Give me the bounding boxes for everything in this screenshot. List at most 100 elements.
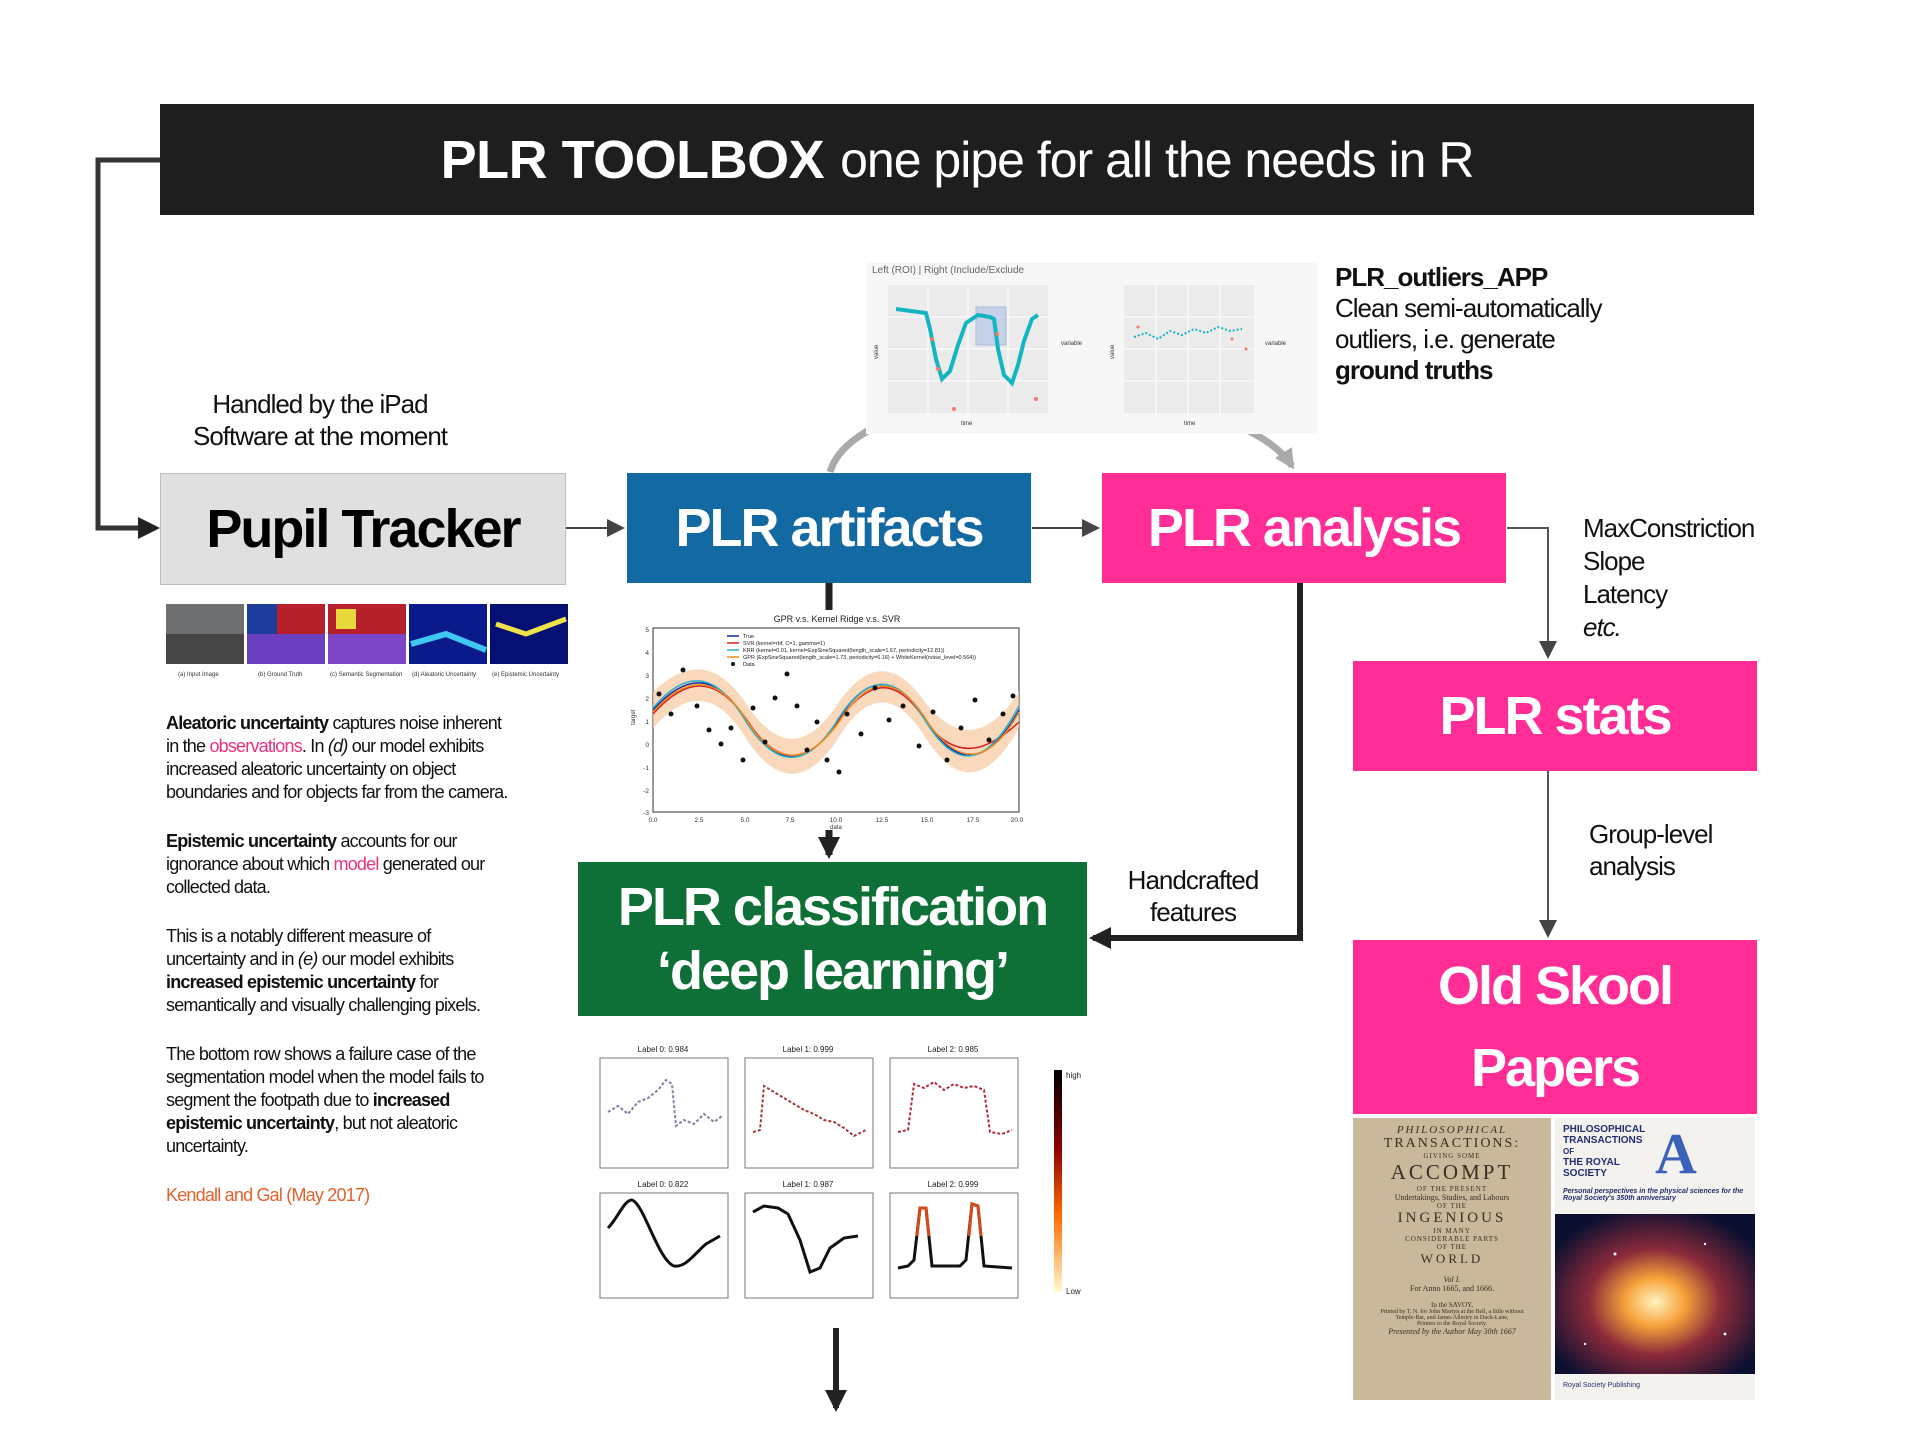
outlier-x-label-right: time bbox=[1184, 421, 1196, 427]
gpr-ytick: 0 bbox=[645, 742, 649, 749]
aleatoric-text-c: our model exhibits increased aleatoric u… bbox=[166, 736, 508, 802]
aleatoric-ref-d: (d) bbox=[327, 736, 348, 756]
measure-text-c: for semantically and visually challengin… bbox=[166, 972, 481, 1015]
paper-line: OF THE bbox=[1436, 1243, 1468, 1251]
paper-line: PHILOSOPHICAL bbox=[1396, 1124, 1508, 1136]
gpr-legend-data: Data bbox=[743, 662, 756, 668]
class-trace-top-1 bbox=[752, 1084, 867, 1138]
observations-link[interactable]: observations bbox=[209, 736, 302, 756]
paper-line: TRANSACTIONS: bbox=[1383, 1136, 1521, 1151]
gpr-xticks: 0.0 2.5 5.0 7.5 10.0 12.5 15.0 17.5 20.0 bbox=[648, 817, 1023, 824]
measure-ref-e: (e) bbox=[297, 949, 318, 969]
paper-line: Presented by the Author May 30th 1667 bbox=[1388, 1327, 1516, 1336]
plr-classification-box: PLR classification ‘deep learning’ bbox=[578, 862, 1087, 1016]
philosophical-transactions-350-cover: PHILOSOPHICAL TRANSACTIONS OF THE ROYAL … bbox=[1555, 1118, 1755, 1400]
citation: Kendall and Gal (May 2017) bbox=[166, 1185, 370, 1205]
class-label-top-0: Label 0: 0.984 bbox=[638, 1045, 689, 1054]
classification-line2: ‘deep learning’ bbox=[656, 941, 1010, 1001]
old-skool-papers-box: Old Skool Papers bbox=[1353, 940, 1757, 1114]
paper-line: IN MANY bbox=[1433, 1227, 1471, 1235]
class-label-bottom-2: Label 2: 0.999 bbox=[928, 1180, 979, 1189]
outlier-y-label-right: value bbox=[1110, 344, 1116, 359]
gpr-legend-true: True bbox=[743, 634, 754, 640]
gpr-legend-krr: KRR (kernel=0.01, kernel=ExpSineSquared(… bbox=[743, 648, 945, 654]
segmentation-figure: (a) Input Image (b) Ground Truth (c) Sem… bbox=[166, 604, 568, 684]
paper-line: In the SAVOY, bbox=[1431, 1301, 1473, 1309]
class-trace-top-2 bbox=[897, 1080, 1013, 1136]
epistemic-paragraph: Epistemic uncertainty accounts for our i… bbox=[166, 830, 511, 899]
paper-line: WORLD bbox=[1420, 1251, 1484, 1266]
paper-line: OF THE PRESENT bbox=[1416, 1185, 1488, 1193]
failure-paragraph: The bottom row shows a failure case of t… bbox=[166, 1043, 511, 1158]
gpr-xtick: 20.0 bbox=[1011, 817, 1024, 824]
philosophical-transactions-1665-cover: PHILOSOPHICAL TRANSACTIONS: GIVING SOME … bbox=[1353, 1118, 1551, 1400]
paper-right-title1: PHILOSOPHICAL bbox=[1563, 1124, 1646, 1135]
paper-line: ACCOMPT bbox=[1390, 1160, 1514, 1184]
gpr-title: GPR v.s. Kernel Ridge v.s. SVR bbox=[774, 614, 901, 624]
ipad-note-line1: Handled by the iPad bbox=[212, 389, 428, 419]
banner-title-bold: PLR TOOLBOX bbox=[440, 129, 825, 190]
paper-line: INGENIOUS bbox=[1397, 1210, 1507, 1226]
paper-line: Undertakings, Studies, and Labours bbox=[1394, 1193, 1510, 1202]
colorbar-low-label: Low bbox=[1066, 1287, 1081, 1296]
outlier-legend-title-left: variable bbox=[1061, 341, 1083, 347]
class-trace-bottom-0 bbox=[606, 1198, 721, 1268]
epistemic-term: Epistemic uncertainty bbox=[166, 831, 337, 851]
gpr-xtick: 17.5 bbox=[967, 817, 980, 824]
colorbar-high-label: high bbox=[1066, 1071, 1081, 1080]
paper-line: Temple-Bar, and James Allestry in Duck-L… bbox=[1395, 1315, 1509, 1321]
class-label-bottom-0: Label 0: 0.822 bbox=[638, 1180, 689, 1189]
outliers-line3: ground truths bbox=[1335, 355, 1493, 385]
ipad-note: Handled by the iPad Software at the mome… bbox=[170, 388, 470, 452]
handcrafted-line2: features bbox=[1150, 897, 1237, 927]
arrow-analysis-to-classification bbox=[1089, 583, 1303, 949]
seg-label-d: (d) Aleatoric Uncertainty bbox=[412, 672, 476, 678]
paper-right-subtitle: Personal perspectives in the physical sc… bbox=[1563, 1188, 1744, 1202]
arrow-banner-to-tracker bbox=[95, 157, 160, 539]
gpr-xlabel: data bbox=[830, 825, 842, 830]
metric-etc: etc. bbox=[1583, 612, 1622, 642]
gpr-xtick: 2.5 bbox=[694, 817, 703, 824]
gpr-line-krr bbox=[652, 680, 1020, 758]
segmentation-panels: (a) Input Image (b) Ground Truth (c) Sem… bbox=[166, 604, 568, 678]
group-line1: Group-level bbox=[1589, 819, 1713, 849]
group-level-note: Group-level analysis bbox=[1589, 818, 1789, 882]
model-link[interactable]: model bbox=[333, 854, 380, 874]
paper-line: Vol I. bbox=[1443, 1275, 1461, 1284]
paper-line: For Anno 1665, and 1666. bbox=[1410, 1284, 1494, 1293]
uncertainty-text: Aleatoric uncertainty captures noise inh… bbox=[166, 712, 511, 1207]
gpr-yticks: 5 4 3 2 1 0 -1 -2 -3 bbox=[643, 627, 649, 817]
outliers-title: PLR_outliers_APP bbox=[1335, 262, 1548, 292]
aleatoric-term: Aleatoric uncertainty bbox=[166, 713, 329, 733]
classification-plots-svg: Label 0: 0.984 Label 1: 0.999 Label 2: 0… bbox=[599, 1045, 1081, 1299]
class-label-top-2: Label 2: 0.985 bbox=[928, 1045, 979, 1054]
outliers-line1: Clean semi-automatically bbox=[1335, 293, 1602, 323]
gpr-legend: True SVR (kernel=rbf, C=1, gamma=1) KRR … bbox=[727, 634, 976, 668]
gpr-ytick: 2 bbox=[645, 696, 649, 703]
gpr-xtick: 5.0 bbox=[740, 817, 749, 824]
outliers-note: PLR_outliers_APP Clean semi-automaticall… bbox=[1335, 262, 1665, 386]
gpr-xtick: 15.0 bbox=[921, 817, 934, 824]
class-label-bottom-1: Label 1: 0.987 bbox=[783, 1180, 834, 1189]
gpr-xtick: 12.5 bbox=[876, 817, 889, 824]
paper-line: CONSIDERABLE PARTS bbox=[1405, 1235, 1499, 1243]
measure-text-a: This is a notably different measure of u… bbox=[166, 926, 431, 969]
failure-text-b: , but not aleatoric uncertainty. bbox=[166, 1113, 458, 1156]
gpr-line-svr bbox=[652, 685, 1020, 756]
classification-line1: PLR classification bbox=[617, 877, 1049, 937]
epistemic-text-a: accounts for our ignorance about which bbox=[166, 831, 458, 874]
paper-right-title2: TRANSACTIONS bbox=[1563, 1135, 1643, 1146]
class-peak-highlight bbox=[915, 1201, 983, 1237]
gpr-legend-gpr: GPR (ExpSineSquared(length_scale=1.73, p… bbox=[743, 655, 976, 661]
measure-paragraph: This is a notably different measure of u… bbox=[166, 925, 511, 1017]
gpr-ytick: -2 bbox=[643, 788, 649, 795]
paper-right-society: SOCIETY bbox=[1563, 1168, 1607, 1179]
paper-right-of: OF bbox=[1563, 1147, 1575, 1156]
gpr-ytick: 3 bbox=[645, 673, 649, 680]
plr-artifacts-box: PLR artifacts bbox=[627, 473, 1031, 583]
outlier-app-header: Left (ROI) | Right (Include/Exclude bbox=[872, 265, 1025, 276]
paper-right-publisher: Royal Society Publishing bbox=[1563, 1382, 1641, 1389]
gpr-plot-svg: GPR v.s. Kernel Ridge v.s. SVR True SVR … bbox=[631, 614, 1024, 831]
outlier-y-label-left: value bbox=[874, 344, 880, 359]
outlier-legend-title-right: variable bbox=[1265, 341, 1287, 347]
